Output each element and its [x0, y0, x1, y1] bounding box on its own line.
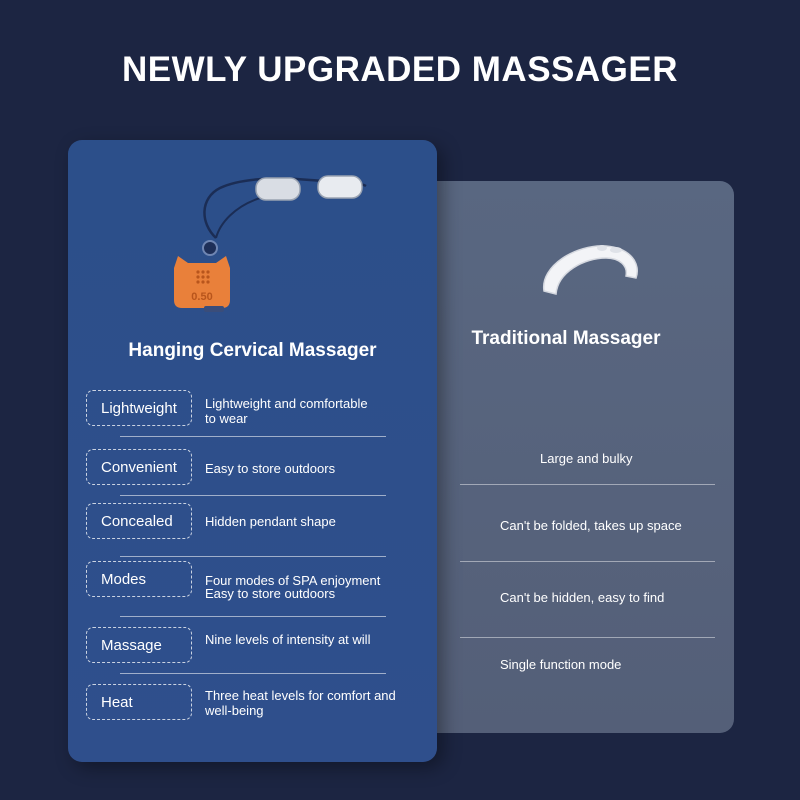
- neck-massager-illustration: [543, 245, 638, 295]
- traditional-item: Single function mode: [500, 657, 622, 672]
- divider: [120, 495, 386, 496]
- feature-tag: Concealed: [86, 503, 192, 539]
- headline: NEWLY UPGRADED MASSAGER: [121, 50, 679, 89]
- feature-tag: Lightweight: [86, 390, 192, 426]
- traditional-item: Large and bulky: [540, 451, 633, 466]
- traditional-item: Can't be folded, takes up space: [500, 518, 682, 533]
- divider: [120, 673, 386, 674]
- traditional-massager-panel: Traditional Massager Large and bulky Can…: [398, 181, 734, 733]
- divider: [460, 637, 715, 638]
- feature-description: Hidden pendant shape: [205, 514, 336, 529]
- divider: [460, 484, 715, 485]
- pendant-massager-illustration: 0.50: [174, 175, 367, 312]
- traditional-item: Can't be hidden, easy to find: [500, 590, 665, 605]
- feature-tag: Heat: [86, 684, 192, 720]
- divider: [120, 436, 386, 437]
- feature-description: Easy to store outdoors: [205, 461, 336, 476]
- feature-description: Nine levels of intensity at will: [205, 632, 371, 647]
- hanging-cervical-massager-panel: 0.50 Hanging Cervical Massager Lightweig…: [68, 140, 437, 762]
- divider: [460, 561, 715, 562]
- traditional-massager-title: Traditional Massager: [471, 328, 661, 349]
- hanging-massager-title: Hanging Cervical Massager: [128, 340, 377, 361]
- feature-tag: Modes: [86, 561, 192, 597]
- device-display: 0.50: [191, 291, 212, 303]
- feature-description: Lightweight and comfortable to wear: [205, 396, 368, 426]
- divider: [120, 616, 386, 617]
- feature-description: Four modes of SPA enjoyment Easy to stor…: [205, 573, 381, 601]
- feature-tag: Convenient: [86, 449, 192, 485]
- feature-tag: Massage: [86, 627, 192, 663]
- feature-description: Three heat levels for comfort and well-b…: [205, 688, 396, 718]
- divider: [120, 556, 386, 557]
